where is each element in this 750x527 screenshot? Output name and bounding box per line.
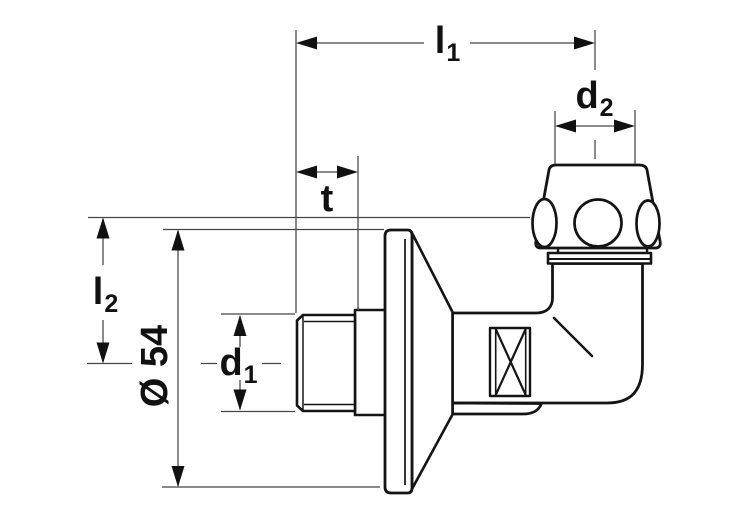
nut-grip-hole-right — [635, 199, 661, 248]
valve-outline — [295, 163, 662, 495]
dim-label-diameter-54: Ø 54 — [134, 324, 176, 408]
dim-label-l1: l1 — [434, 20, 460, 66]
d1-arrow-up — [233, 315, 247, 336]
d2-arrow-left — [555, 119, 576, 133]
body-bottom-lip — [451, 401, 543, 416]
wall-plate — [383, 228, 414, 495]
dim-label-d2-sub: 2 — [599, 94, 614, 122]
male-thread — [295, 313, 357, 413]
cross-diagonal-2 — [494, 328, 527, 396]
valve-body-and-elbow — [451, 262, 644, 405]
l2-arrow-up — [96, 217, 110, 239]
dim-label-d2: d2 — [575, 75, 613, 121]
dim-label-l2-sub: 2 — [104, 290, 119, 318]
dim-label-d1-base: d — [219, 342, 243, 384]
escutcheon-cone — [410, 231, 454, 491]
l1-arrow-right — [574, 36, 595, 50]
dia54-arrow-down — [171, 466, 185, 487]
cross-section-box — [488, 326, 532, 398]
dim-label-l1-base: l — [434, 20, 446, 62]
dim-label-t: t — [321, 180, 334, 218]
nut-grip-hole-center — [573, 198, 623, 248]
t-arrow-right — [337, 165, 358, 179]
dim-label-d2-base: d — [575, 75, 599, 117]
d1-arrow-down — [233, 389, 247, 411]
dim-label-t-base: t — [320, 178, 334, 220]
dimension-arrowheads — [96, 36, 635, 487]
dim-label-l1-sub: 1 — [446, 39, 461, 67]
l1-arrow-left — [296, 36, 317, 50]
t-arrow-left — [296, 165, 317, 179]
extension-lines — [87, 30, 636, 488]
elbow-edge-line — [552, 316, 594, 358]
dim-label-diameter-54-text: Ø 54 — [134, 324, 176, 408]
dim-label-l2-base: l — [92, 271, 104, 313]
dim-label-l2: l2 — [92, 271, 118, 317]
l2-arrow-down — [96, 342, 110, 364]
dim-label-d1: d1 — [219, 342, 257, 388]
dim-label-d1-sub: 1 — [243, 361, 258, 389]
nut-grip-hole-left — [531, 197, 558, 249]
d2-arrow-right — [614, 119, 635, 133]
dia54-arrow-up — [171, 229, 185, 251]
